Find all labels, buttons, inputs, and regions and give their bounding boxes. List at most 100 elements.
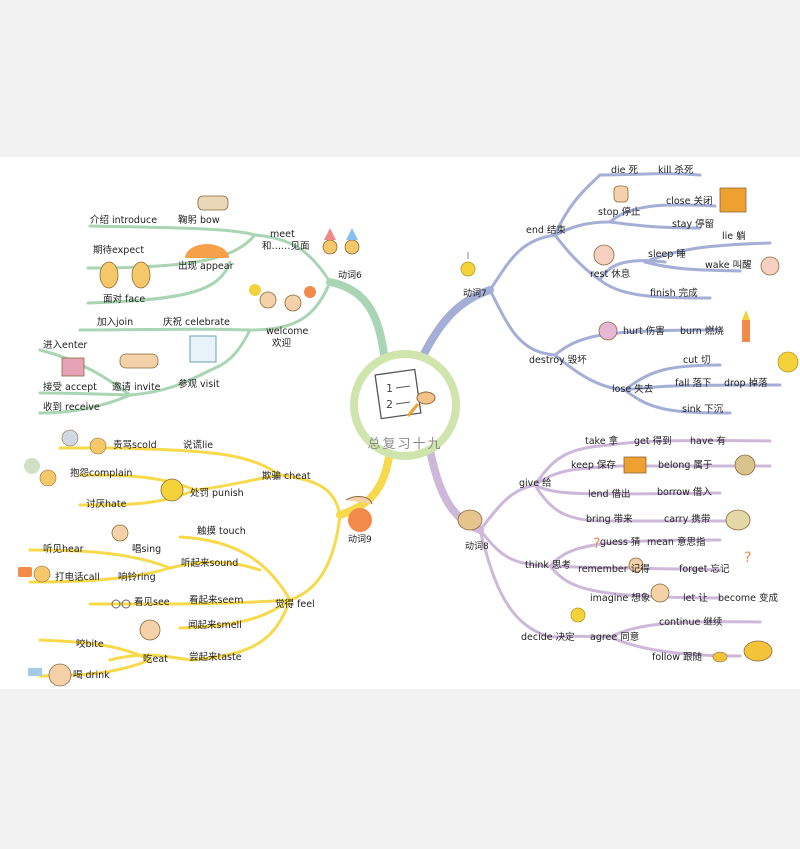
sleep-face-icon bbox=[593, 244, 615, 266]
group-label-g9: 动词9 bbox=[348, 534, 372, 545]
smell-face-icon bbox=[139, 619, 161, 641]
branch-yellow bbox=[28, 446, 394, 678]
word-expect: 期待expect bbox=[93, 244, 144, 256]
word-kill: kill 杀死 bbox=[658, 164, 694, 176]
face-pair-icon bbox=[99, 261, 151, 289]
word-cheat: 欺骗 cheat bbox=[262, 470, 311, 482]
word-mean: mean 意思指 bbox=[647, 536, 706, 548]
sad-face-icon bbox=[160, 478, 184, 502]
word-ring: 响铃ring bbox=[118, 571, 156, 583]
word-remember: remember 记得 bbox=[578, 563, 650, 575]
word-hurt: hurt 伤害 bbox=[623, 325, 665, 337]
word-introduce: 介绍 introduce bbox=[90, 214, 157, 226]
gift-icon bbox=[61, 357, 85, 377]
word-feel: 觉得 feel bbox=[275, 598, 315, 610]
word-stop: stop 停止 bbox=[598, 206, 641, 218]
word-get: get 得到 bbox=[634, 435, 672, 447]
candle-icon bbox=[742, 310, 750, 342]
word-wake: wake 叫醒 bbox=[705, 260, 752, 271]
trophy-icon bbox=[570, 607, 586, 623]
word-hear: 听见hear bbox=[43, 544, 84, 555]
group-label-g7: 动词7 bbox=[463, 288, 487, 299]
stop-hand-icon bbox=[613, 185, 629, 203]
word-rest: rest 休息 bbox=[590, 268, 630, 280]
word-join: 加入join bbox=[97, 317, 133, 328]
bulb-icon bbox=[460, 252, 476, 277]
branch-purple bbox=[426, 438, 772, 658]
word-let: let 让 bbox=[683, 593, 708, 604]
mind-map: 1 2 总复习十九 bbox=[18, 164, 799, 687]
word-stay: stay 停留 bbox=[672, 218, 714, 230]
word-carry: carry 携带 bbox=[664, 513, 711, 525]
word-lie: 说谎lie bbox=[183, 439, 213, 451]
duck-icon bbox=[712, 640, 773, 663]
word-lie-down: lie 躺 bbox=[722, 230, 746, 242]
word-fall: fall 落下 bbox=[675, 377, 711, 389]
word-guess: guess 猜 bbox=[600, 536, 641, 548]
handshake-icon bbox=[119, 353, 159, 369]
word-scold: 责骂scold bbox=[113, 439, 157, 451]
word-bow: 鞠躬 bow bbox=[178, 214, 220, 226]
word-take: take 拿 bbox=[585, 435, 619, 447]
word-lend: lend 借出 bbox=[588, 488, 631, 500]
word-accept: 接受 accept bbox=[43, 381, 97, 393]
labels: 动词6 动词7 动词9 动词8 meet 和……见面 鞠躬 bow 介绍 int… bbox=[43, 164, 779, 681]
box-icon bbox=[623, 456, 647, 474]
word-become: become 变成 bbox=[718, 592, 779, 604]
word-die: die 死 bbox=[611, 165, 639, 176]
word-close: close 关闭 bbox=[666, 195, 713, 207]
complain-face-icon bbox=[24, 458, 57, 487]
scold-people-icon bbox=[61, 429, 107, 455]
bag-icon bbox=[734, 454, 756, 476]
word-call: 打电话call bbox=[55, 571, 100, 583]
museum-icon bbox=[189, 335, 217, 363]
center-title: 总复习十九 bbox=[367, 437, 442, 452]
kids-icon bbox=[249, 284, 316, 312]
word-end: end 结束 bbox=[526, 224, 566, 236]
word-meet: meet bbox=[270, 229, 295, 240]
word-think: think 思考 bbox=[525, 560, 571, 571]
word-smell: 闻起来smell bbox=[188, 620, 242, 631]
branch-blue bbox=[416, 172, 782, 415]
word-imagine: imagine 想象 bbox=[590, 592, 651, 604]
word-visit: 参观 visit bbox=[178, 378, 220, 390]
group-label-g8: 动词8 bbox=[465, 541, 489, 552]
word-welcome: welcome bbox=[266, 326, 309, 337]
word-keep: keep 保存 bbox=[571, 459, 616, 471]
center-node: 1 2 总复习十九 bbox=[350, 350, 460, 460]
word-sink: sink 下沉 bbox=[682, 404, 724, 415]
word-burn: burn 燃烧 bbox=[680, 325, 724, 337]
word-give: give 给 bbox=[519, 477, 552, 489]
group-label-g6: 动词6 bbox=[338, 270, 362, 281]
word-welcome-cn: 欢迎 bbox=[272, 337, 292, 349]
word-complain: 抱怨complain bbox=[70, 467, 132, 479]
word-follow: follow 跟随 bbox=[652, 651, 703, 663]
ear-icon bbox=[111, 524, 129, 542]
word-bite: 咬bite bbox=[76, 638, 104, 650]
door-icon bbox=[719, 187, 747, 213]
word-eat: 吃eat bbox=[143, 653, 168, 665]
word-forget: forget 忘记 bbox=[679, 563, 730, 575]
thinking-face-icon bbox=[628, 557, 670, 603]
word-see: 看见see bbox=[134, 596, 170, 608]
cup-face-icon bbox=[28, 663, 72, 687]
question-icon: ?? bbox=[593, 536, 751, 566]
notepad-icon: 1 2 bbox=[374, 368, 436, 420]
wake-face-icon bbox=[760, 256, 780, 276]
hand-give-icon bbox=[457, 509, 483, 531]
word-meet-cn: 和……见面 bbox=[262, 241, 310, 252]
word-sound: 听起来sound bbox=[181, 558, 238, 569]
mind-map-card: 1 2 总复习十九 bbox=[0, 157, 800, 689]
word-decide: decide 决定 bbox=[521, 631, 575, 643]
word-belong: belong 属于 bbox=[658, 460, 712, 471]
word-appear: 出现 appear bbox=[178, 260, 234, 272]
word-receive: 收到 receive bbox=[43, 401, 100, 413]
svg-text:?: ? bbox=[593, 536, 600, 552]
word-bring: bring 带来 bbox=[586, 514, 633, 525]
svg-text:?: ? bbox=[744, 550, 751, 566]
svg-text:1: 1 bbox=[386, 382, 393, 395]
word-touch: 触摸 touch bbox=[197, 525, 246, 537]
word-punish: 处罚 punish bbox=[190, 487, 244, 499]
sunrise-icon bbox=[185, 244, 229, 258]
svg-text:2: 2 bbox=[386, 398, 393, 411]
